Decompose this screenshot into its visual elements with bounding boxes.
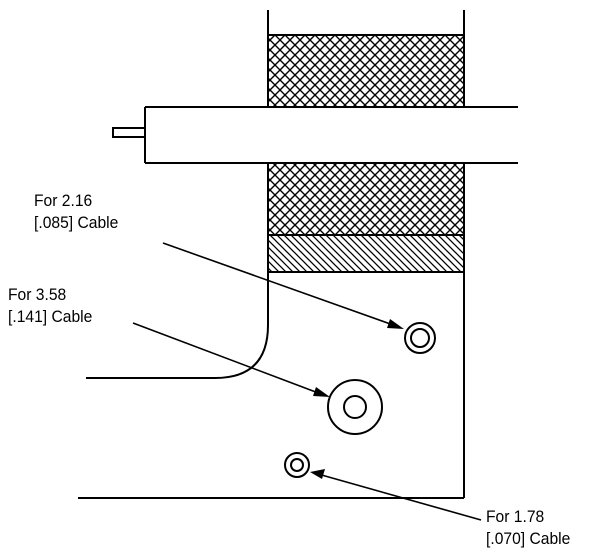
hole-2-16 <box>404 322 436 354</box>
leader-arrow-2-16 <box>162 242 404 329</box>
callout-3-58-cable: For 3.58 [.141] Cable <box>8 284 92 328</box>
leader-arrow-3-58 <box>132 322 330 397</box>
callout-line-1: For 2.16 <box>34 191 93 210</box>
hole-1-78 <box>284 452 310 478</box>
callout-line-2: [.085] Cable <box>34 213 119 232</box>
callout-2-16-cable: For 2.16 [.085] Cable <box>34 190 118 234</box>
hole-3-58 <box>327 379 383 435</box>
upper-crosshatch-block <box>267 34 465 108</box>
leader-arrow-1-78 <box>310 469 482 521</box>
lower-crosshatch-block <box>267 162 465 236</box>
callout-line-1: For 3.58 <box>8 285 67 304</box>
pin-shape <box>112 127 145 138</box>
callout-line-1: For 1.78 <box>486 507 545 526</box>
callout-1-78-cable: For 1.78 [.070] Cable <box>486 506 570 550</box>
diagonal-hatch-band <box>267 234 465 273</box>
callout-line-2: [.070] Cable <box>486 529 571 548</box>
body-left-curve <box>86 272 269 379</box>
callout-line-2: [.141] Cable <box>8 307 93 326</box>
